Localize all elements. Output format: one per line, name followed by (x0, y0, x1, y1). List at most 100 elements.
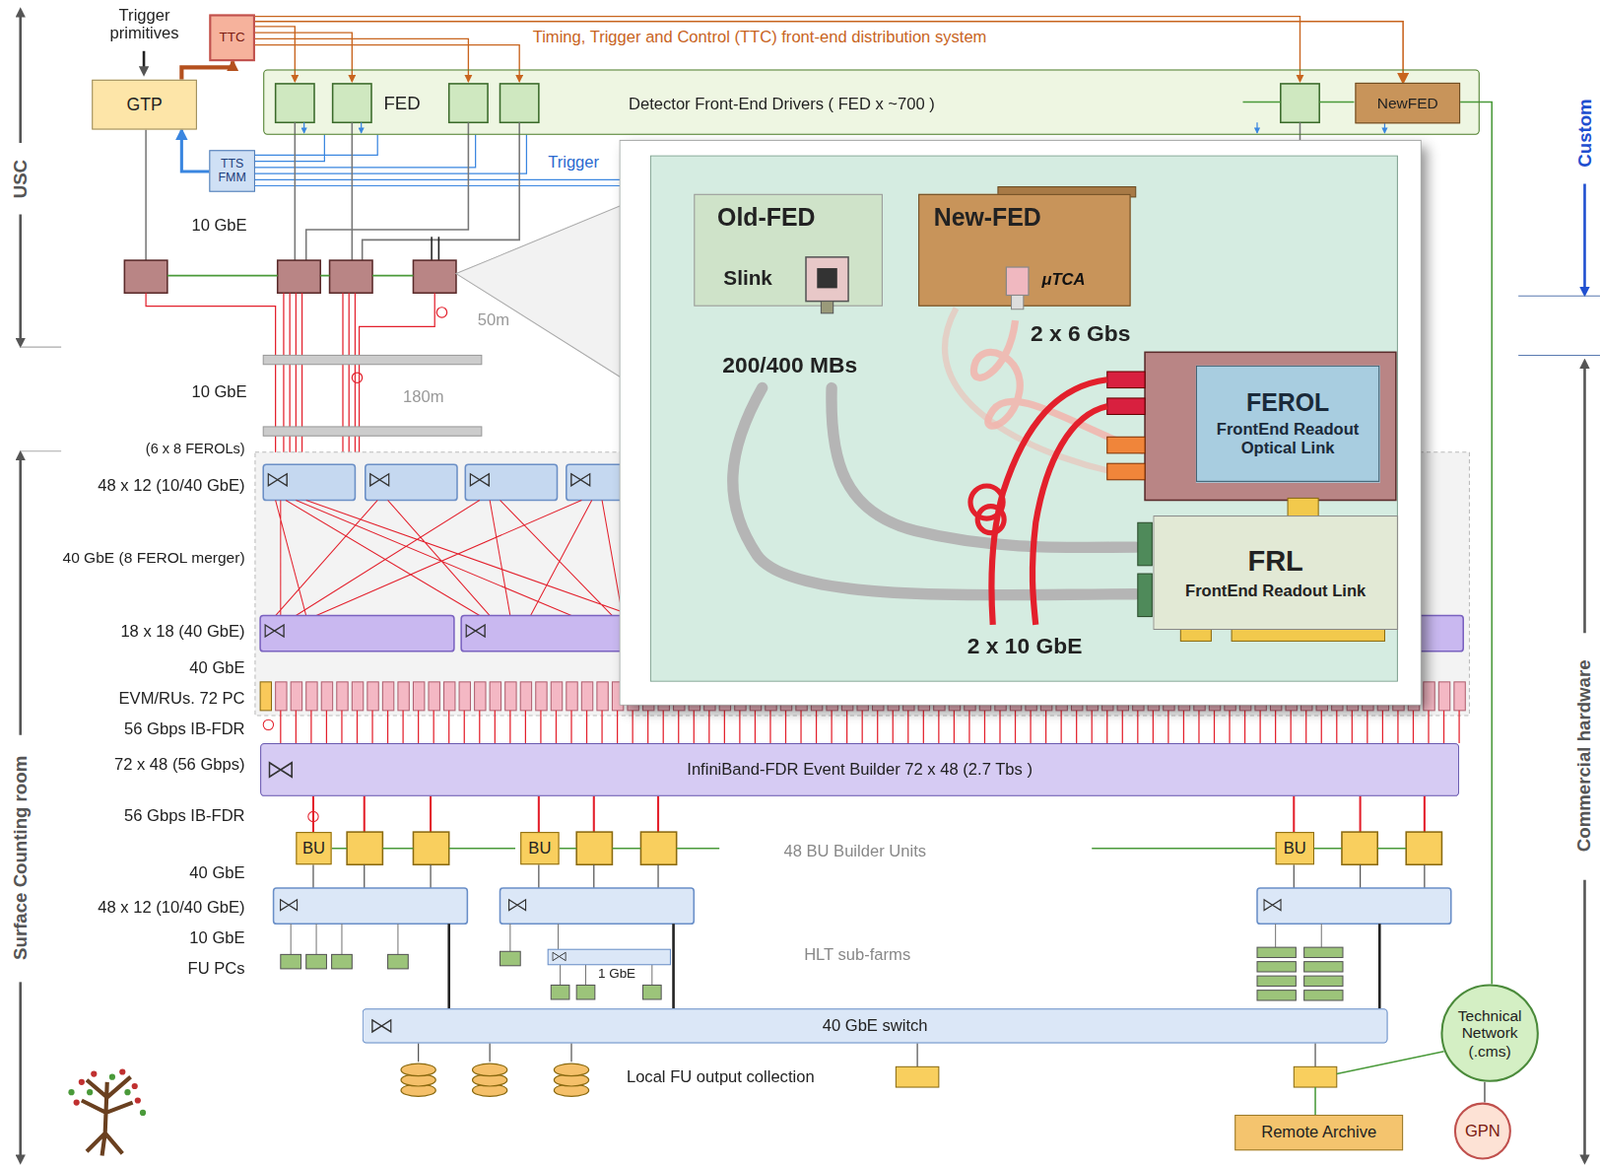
ru-link (1167, 710, 1169, 743)
ru-link (525, 710, 527, 743)
node-text: GTP (126, 94, 162, 115)
annotation-label: 56 Gbps IB-FDR (124, 805, 245, 825)
node-text: BU (302, 838, 326, 858)
ru-link (953, 710, 955, 743)
annotation-label: FU PCs (188, 959, 246, 979)
ru-link (1305, 710, 1307, 743)
annotation-label: 48 x 12 (10/40 GbE) (97, 476, 245, 496)
ferol-box: FEROLFrontEnd Readout Optical Link (1196, 365, 1380, 482)
gbe-switch (547, 948, 670, 965)
ru-link (448, 710, 450, 743)
ru-box (1454, 681, 1466, 711)
gtp-box: GTP (91, 79, 198, 131)
custom-arrow (1583, 183, 1587, 292)
input-switches (124, 260, 457, 293)
ru-link (600, 710, 602, 743)
ru-link (1152, 710, 1154, 743)
side-label: Surface Counting room (9, 750, 31, 963)
ru-link (1228, 710, 1230, 743)
ru-link (999, 710, 1000, 743)
gpn-circle: GPN (1454, 1102, 1512, 1160)
patch-panel (263, 426, 482, 436)
node-text: NewFED (1377, 94, 1439, 113)
ru-link (769, 710, 771, 743)
collector-box (895, 1066, 939, 1087)
ru-box (398, 681, 409, 711)
connector (181, 61, 233, 80)
network-circle: Technical Network (.cms) (1440, 983, 1538, 1081)
hlt-switches (273, 887, 1452, 924)
node-text: TTS FMM (211, 156, 252, 186)
ru-link (1091, 710, 1093, 743)
ru-link (1213, 710, 1215, 743)
ru-link (340, 710, 342, 743)
node-text: 200/400 MBs (722, 351, 858, 378)
ru-link (1351, 710, 1353, 743)
node-text: Remote Archive (1261, 1123, 1377, 1142)
ru-link (371, 710, 373, 743)
annotation-label: 48 BU Builder Units (783, 841, 927, 861)
ru-links (280, 710, 1460, 743)
patch-panel (263, 354, 482, 364)
node-text: Old-FED (717, 202, 815, 232)
node-text: New-FED (933, 202, 1042, 232)
ru-link (478, 710, 480, 743)
annotation-label: HLT sub-farms (803, 944, 911, 964)
switch-fill (362, 1007, 1389, 1043)
ru-link (984, 710, 986, 743)
ru-link (539, 710, 541, 743)
ib-links (364, 796, 1425, 832)
bu-box: BU (295, 831, 332, 865)
ru-link (754, 710, 756, 743)
ru-box (336, 681, 348, 711)
ru-link (310, 710, 312, 743)
ru-box (459, 681, 470, 711)
ru-link (295, 710, 297, 743)
archive-box (1293, 1066, 1337, 1087)
annotation-label: (6 x 8 FEROLs) (145, 439, 246, 457)
annotation-label: 40 GbE (8 FEROL merger) (63, 547, 246, 566)
ru-link (632, 710, 634, 743)
side-label: Commercial hardware (1574, 655, 1596, 856)
annotation-label: EVM/RUs. 72 PC (119, 688, 246, 708)
frl-box: FRLFrontEnd Readout Link (1152, 515, 1399, 630)
switch-band: 40 GbE switch (362, 1007, 1389, 1043)
archive-box: Remote Archive (1234, 1114, 1403, 1150)
ru-link (464, 710, 466, 743)
connector (1483, 1081, 1486, 1103)
ru-link (417, 710, 419, 743)
connector (537, 796, 540, 832)
annotation-label: 56 Gbps IB-FDR (124, 719, 245, 738)
ru-box (1423, 681, 1435, 711)
ru-link (724, 710, 726, 743)
ru-link (401, 710, 403, 743)
node-text: BU (1283, 838, 1307, 858)
ru-link (892, 710, 894, 743)
ru-link (1366, 710, 1368, 743)
ru-link (1458, 710, 1460, 743)
ru-box (489, 681, 501, 711)
ru-box (550, 681, 562, 711)
ru-link (279, 710, 281, 743)
ru-box (1438, 681, 1450, 711)
node-text: μTCA (1041, 269, 1085, 289)
side-arrows (20, 11, 1586, 1159)
connector (1292, 796, 1295, 832)
side-label: Custom (1574, 94, 1596, 172)
ru-box (367, 681, 379, 711)
node-text: GPN (1465, 1121, 1501, 1140)
node-text: FrontEnd Readout Optical Link (1201, 420, 1374, 459)
annotation-label: 72 x 48 (56 Gbps) (114, 754, 246, 774)
fibres (275, 499, 633, 615)
annotation-label: 40 GbE (189, 658, 245, 677)
ru-link (1290, 710, 1292, 743)
ru-link (663, 710, 665, 743)
tts-box: TTS FMM (208, 149, 256, 192)
node-text: Slink (723, 266, 773, 290)
node-text: 40 GbE switch (822, 1015, 929, 1035)
connector (181, 130, 209, 172)
green-link (1242, 101, 1354, 104)
annotation-label: 10 GbE (191, 216, 247, 236)
fed-band-fill (263, 68, 1480, 134)
primitive-arrow (142, 51, 146, 72)
